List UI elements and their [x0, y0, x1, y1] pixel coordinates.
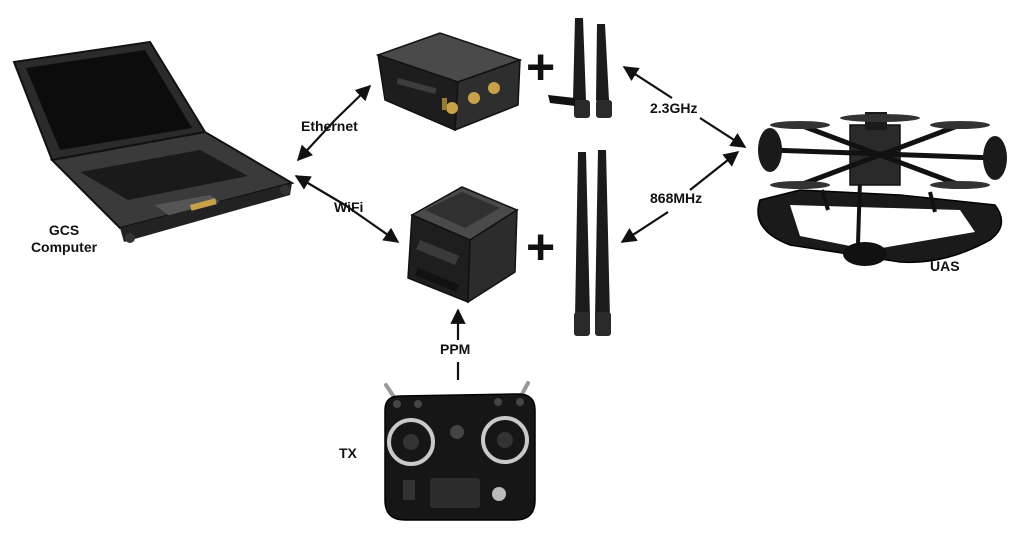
freq-868mhz-label: 868MHz — [650, 190, 703, 206]
plus-sign-top: + — [526, 39, 556, 95]
dual-antenna-868mhz-icon — [574, 150, 611, 336]
laptop-icon — [12, 40, 295, 243]
dual-antenna-2-3ghz-icon — [548, 18, 612, 118]
ethernet-label: Ethernet — [301, 118, 358, 134]
link-arrows — [294, 66, 747, 380]
wifi-arrow-to-laptop — [294, 175, 346, 206]
ethernet-arrow-to-laptop — [296, 119, 336, 162]
gcs-label: GCS Computer — [24, 222, 104, 256]
radio-modem-icon — [407, 186, 519, 304]
wifi-label: WiFi — [334, 199, 364, 215]
freq-2-3ghz-label: 2.3GHz — [650, 100, 698, 116]
tx-label: TX — [339, 445, 357, 461]
gcs-label-line1: GCS — [48, 222, 80, 238]
wifi-arrow-to-modem — [344, 204, 400, 243]
freq-868mhz-arrow-to-antenna — [620, 211, 669, 243]
hexacopter-drone-icon — [757, 112, 1007, 266]
uas-label: UAS — [930, 258, 960, 274]
ethernet-arrow-to-router — [334, 84, 372, 121]
freq-2-3ghz-arrow-to-antenna — [622, 66, 673, 99]
cellular-router-icon — [375, 32, 523, 132]
gcs-label-line2: Computer — [30, 239, 98, 255]
freq-868mhz-arrow-to-drone — [689, 151, 740, 191]
ppm-label: PPM — [440, 341, 471, 357]
rc-transmitter-icon — [384, 381, 536, 521]
plus-sign-bottom: + — [526, 219, 556, 275]
freq-2-3ghz-arrow-to-drone — [699, 117, 747, 148]
